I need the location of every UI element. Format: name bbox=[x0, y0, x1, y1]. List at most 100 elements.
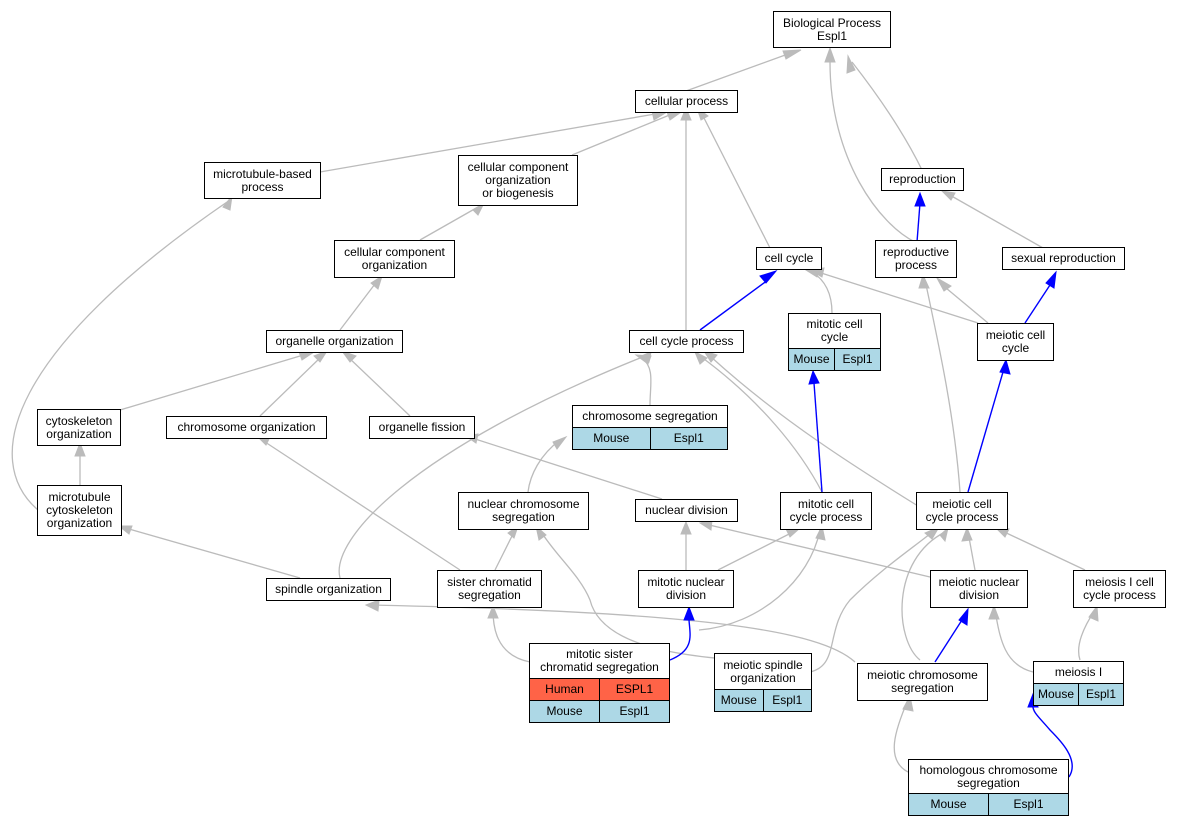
node-mitotic-cell-cycle-process[interactable]: mitotic cell cycle process bbox=[780, 492, 872, 530]
arrowhead bbox=[999, 358, 1011, 375]
edge-hcs-to-mi bbox=[1032, 704, 1073, 778]
node-label: sister chromatid segregation bbox=[447, 575, 532, 602]
edge-chromo-org-to-oo bbox=[259, 355, 323, 417]
edge-reproduction-to-bp bbox=[851, 61, 923, 171]
node-label: organelle organization bbox=[275, 334, 394, 348]
node-label: microtubule cytoskeleton organization bbox=[46, 490, 113, 530]
species-cell: Mouse bbox=[720, 693, 757, 707]
node-microtubule-cytoskeleton-organization[interactable]: microtubule cytoskeleton organization bbox=[37, 485, 122, 536]
node-chromosome-organization[interactable]: chromosome organization bbox=[166, 416, 327, 439]
gene-cell: Espl1 bbox=[834, 349, 880, 370]
arrowhead bbox=[759, 270, 778, 284]
node-meiotic-nuclear-division[interactable]: meiotic nuclear division bbox=[930, 570, 1028, 608]
arrowhead bbox=[808, 369, 820, 385]
arrowhead bbox=[637, 351, 652, 363]
edge-meiccp-to-repro-process bbox=[924, 279, 961, 493]
node-sexual-reproduction[interactable]: sexual reproduction bbox=[1002, 247, 1125, 270]
arrowhead bbox=[340, 349, 357, 363]
node-label: mitotic cell cycle process bbox=[789, 497, 863, 524]
edge-mnd-to-mccp bbox=[717, 529, 798, 571]
node-label: meiosis I cell cycle process bbox=[1083, 575, 1156, 602]
arrowhead bbox=[702, 350, 718, 363]
gene-cell: Espl1 bbox=[1078, 684, 1123, 705]
node-organelle-organization[interactable]: organelle organization bbox=[266, 330, 403, 353]
node-nuclear-division[interactable]: nuclear division bbox=[635, 499, 738, 522]
node-cellular-process[interactable]: cellular process bbox=[635, 90, 738, 113]
node-label: cell cycle process bbox=[639, 334, 734, 348]
node-organelle-fission[interactable]: organelle fission bbox=[369, 416, 475, 439]
gene-cell: Espl1 bbox=[988, 794, 1068, 815]
node-meiotic-cell-cycle-process[interactable]: meiotic cell cycle process bbox=[916, 492, 1008, 530]
edge-mscs-to-scs bbox=[492, 609, 531, 663]
edge-sexual-repro-to-reproduction bbox=[947, 193, 1044, 249]
node-biological-process[interactable]: Biological Process Espl1 bbox=[773, 11, 891, 48]
arrowhead bbox=[222, 194, 233, 211]
node-label: mitotic cell cycle bbox=[806, 317, 863, 344]
node-label: homologous chromosome segregation bbox=[919, 762, 1058, 790]
arrowhead bbox=[117, 525, 133, 535]
node-label: mitotic nuclear division bbox=[647, 575, 725, 602]
edge-mtcyto-to-mtbased bbox=[11, 199, 231, 511]
arrowhead bbox=[694, 350, 708, 365]
edge-ncs-to-chromseg bbox=[527, 439, 561, 493]
edge-cellular-process-to-bp bbox=[685, 53, 789, 92]
edge-spindle-to-mtcyto bbox=[121, 526, 301, 579]
node-label: reproduction bbox=[889, 172, 956, 186]
node-meiosis-i-cell-cycle-process[interactable]: meiosis I cell cycle process bbox=[1073, 570, 1166, 608]
node-cytoskeleton-organization[interactable]: cytoskeleton organization bbox=[37, 409, 121, 446]
node-cell-cycle[interactable]: cell cycle bbox=[756, 247, 822, 270]
node-cell-cycle-process[interactable]: cell cycle process bbox=[629, 330, 744, 353]
arrowhead bbox=[680, 106, 692, 121]
gene-cell: Espl1 bbox=[649, 428, 728, 449]
edge-repro-process-to-reproduction bbox=[916, 202, 921, 243]
node-reproduction[interactable]: reproduction bbox=[881, 168, 964, 191]
node-spindle-organization[interactable]: spindle organization bbox=[266, 578, 391, 601]
edge-mcs-to-meiccp bbox=[901, 531, 946, 661]
edge-reproductive-process-to-bp bbox=[829, 61, 916, 243]
edge-spindle-to-ccp bbox=[338, 355, 646, 579]
node-microtubule-based-process[interactable]: microtubule-based process bbox=[204, 162, 321, 199]
node-sister-chromatid-segregation[interactable]: sister chromatid segregation bbox=[437, 570, 542, 608]
node-cellular-component-organization[interactable]: cellular component organization bbox=[334, 240, 455, 278]
arrowhead bbox=[313, 349, 329, 363]
node-label: Biological Process Espl1 bbox=[782, 15, 882, 43]
edge-hcs-to-mcs bbox=[893, 699, 909, 773]
edge-chromseg-to-ccp bbox=[641, 357, 652, 406]
edge-mi-ccp-to-meiccp bbox=[999, 529, 1086, 571]
node-mitotic-nuclear-division[interactable]: mitotic nuclear division bbox=[638, 570, 734, 608]
edge-mscs-to-mnd bbox=[669, 619, 691, 661]
species-cell: Mouse bbox=[1037, 687, 1075, 701]
node-label: organelle fission bbox=[378, 420, 466, 434]
node-mitotic-sister-chromatid-segregation[interactable]: mitotic sister chromatid segregation Hum… bbox=[529, 643, 670, 723]
arrowhead bbox=[1045, 270, 1057, 289]
arrowhead bbox=[472, 201, 486, 216]
node-reproductive-process[interactable]: reproductive process bbox=[875, 240, 957, 278]
node-meiotic-chromosome-segregation[interactable]: meiotic chromosome segregation bbox=[857, 663, 988, 701]
arrowhead bbox=[914, 191, 926, 207]
node-label: cellular process bbox=[644, 94, 729, 108]
node-meiotic-cell-cycle[interactable]: meiotic cell cycle bbox=[977, 323, 1054, 361]
node-label: meiotic chromosome segregation bbox=[867, 668, 978, 695]
node-nuclear-chromosome-segregation[interactable]: nuclear chromosome segregation bbox=[458, 492, 589, 530]
arrowhead bbox=[680, 520, 692, 535]
edge-cell-cycle-to-cellular-process bbox=[703, 117, 771, 249]
edge-scs-to-chromo-org bbox=[261, 439, 461, 571]
node-cellular-component-organization-or-biogenesis[interactable]: cellular component organization or bioge… bbox=[458, 155, 578, 206]
edge-meiotic-cc-to-repro-process bbox=[939, 282, 989, 324]
edge-mscs-to-mccp bbox=[698, 529, 821, 631]
gene-cell: Espl1 bbox=[599, 701, 669, 722]
arrowhead bbox=[846, 54, 856, 74]
node-label: cell cycle bbox=[764, 251, 814, 265]
edge-cyto-to-oo bbox=[119, 355, 301, 411]
